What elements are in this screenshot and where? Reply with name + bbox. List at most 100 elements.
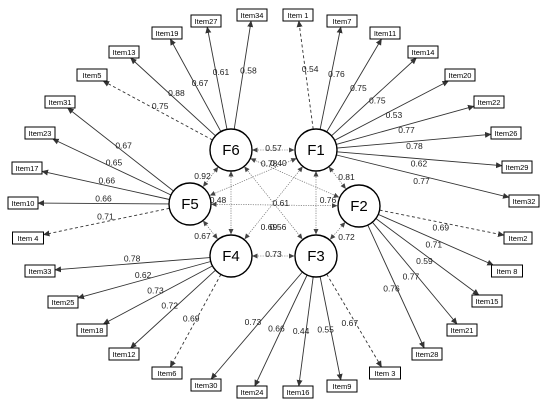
item-box [503, 231, 533, 245]
loading-value: 0.62 [411, 159, 428, 169]
loading-path-i16 [296, 276, 314, 387]
item-node: Item18 [76, 323, 108, 337]
item-box [471, 294, 503, 308]
loading-value: 0.44 [293, 326, 310, 336]
factor-circle [294, 128, 338, 172]
loading-value: 0.78 [406, 141, 423, 151]
item-node: Item5 [76, 68, 108, 82]
loading-value: 0.61 [213, 67, 230, 77]
item-label: Item29 [506, 163, 529, 172]
item-label: Item17 [16, 164, 39, 173]
loading-value: 0.69 [433, 223, 450, 233]
item-box [11, 161, 43, 175]
item-node: Item 8 [491, 264, 523, 278]
item-label: Item33 [29, 267, 52, 276]
item-box [44, 95, 76, 109]
loading-value: 0.72 [161, 300, 178, 310]
item-box [236, 8, 268, 22]
loading-path-i34 [233, 20, 254, 130]
factor-label: F1 [307, 142, 325, 159]
loading-path-i30 [210, 271, 303, 380]
item-box [508, 194, 540, 208]
factor-circle [294, 234, 338, 278]
loading-value: 0.78 [124, 254, 141, 264]
item-box [76, 323, 108, 337]
item-box [490, 126, 522, 140]
loading-path-i17 [41, 169, 170, 200]
loading-path-i13 [130, 57, 216, 137]
item-node: Item22 [473, 95, 505, 109]
loading-path-i26 [336, 131, 492, 149]
loading-path-i23 [52, 138, 172, 196]
item-box [491, 264, 523, 278]
loading-path-i29 [336, 151, 503, 169]
correlation-value: 0.40 [270, 158, 287, 168]
correlation-value: 0.92 [194, 171, 211, 181]
factor-node: F6 [209, 128, 253, 172]
item-node: Item9 [326, 379, 358, 393]
loading-path-i27 [205, 26, 228, 130]
loading-path-i20 [334, 80, 449, 141]
loading-value: 0.69 [183, 313, 200, 323]
item-box [151, 26, 183, 40]
item-node: Item30 [190, 378, 222, 392]
item-box [7, 196, 39, 210]
loading-path-i18 [102, 265, 213, 325]
item-label: Item34 [241, 11, 264, 20]
item-label: Item16 [287, 388, 310, 397]
item-node: Item25 [47, 295, 79, 309]
loading-value: 0.54 [302, 64, 319, 74]
item-node: Item27 [190, 14, 222, 28]
item-box [282, 8, 314, 22]
loading-value: 0.66 [95, 194, 112, 204]
loading-path-i21 [372, 221, 458, 325]
correlation-F1-F2 [328, 166, 346, 189]
loading-value: 0.53 [386, 110, 403, 120]
loading-value: 0.55 [317, 324, 334, 334]
loading-path-i24 [254, 274, 308, 387]
loading-value: 0.67 [192, 78, 209, 88]
loading-value: 0.77 [413, 176, 430, 186]
item-label: Item24 [241, 388, 264, 397]
correlation-F1-F4 [244, 166, 303, 240]
factor-loadings: 0.540.760.750.750.530.770.780.620.770.69… [37, 20, 510, 387]
item-node: Item33 [24, 264, 56, 278]
factor-node: F3 [294, 234, 338, 278]
item-label: Item21 [451, 326, 474, 335]
item-node: Item21 [446, 323, 478, 337]
loading-value: 0.65 [106, 158, 123, 168]
loading-value: 0.62 [135, 270, 152, 280]
item-label: Item30 [195, 381, 218, 390]
item-box [236, 385, 268, 399]
item-box [47, 295, 79, 309]
factor-label: F6 [222, 142, 240, 159]
item-label: Item14 [412, 48, 435, 57]
correlation-value: 0.81 [338, 172, 355, 182]
correlation-value: 0.61 [273, 198, 290, 208]
correlation-F6-F5 [202, 166, 219, 187]
item-box [190, 14, 222, 28]
item-label: Item19 [156, 29, 179, 38]
loading-path-i28 [367, 224, 425, 349]
item-label: Item23 [29, 129, 52, 138]
item-box [369, 26, 401, 40]
item-box [473, 95, 505, 109]
factor-node: F4 [209, 234, 253, 278]
item-label: Item13 [113, 48, 136, 57]
item-box [108, 45, 140, 59]
item-label: Item2 [509, 234, 528, 243]
item-node: Item13 [108, 45, 140, 59]
loading-path-i4 [43, 207, 170, 237]
loading-path-i6 [169, 274, 222, 368]
loading-path-i19 [169, 38, 222, 132]
item-label: Item7 [333, 17, 352, 26]
item-node: Item19 [151, 26, 183, 40]
item-node: Item31 [44, 95, 76, 109]
item-box [76, 68, 108, 82]
item-node: Item14 [407, 45, 439, 59]
item-box [444, 68, 476, 82]
item-label: Item22 [478, 98, 501, 107]
loading-value: 0.76 [328, 69, 345, 79]
item-node: Item23 [24, 126, 56, 140]
